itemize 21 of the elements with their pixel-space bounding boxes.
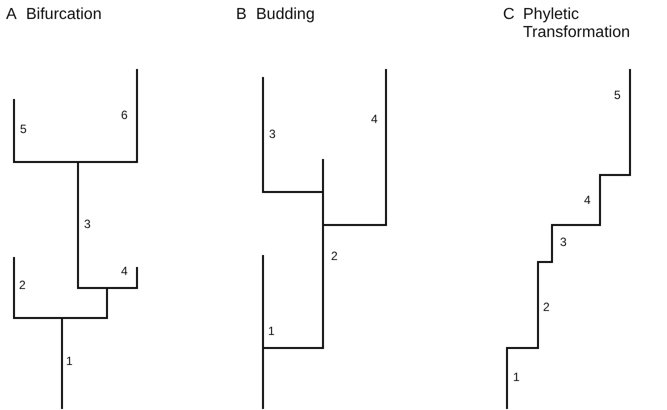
branch-number: 5 bbox=[614, 89, 621, 103]
branch-number: 1 bbox=[513, 371, 520, 385]
panel-letter: B bbox=[236, 6, 247, 24]
branch-number: 4 bbox=[371, 113, 378, 127]
branch-number: 3 bbox=[269, 128, 276, 142]
branch-number: 3 bbox=[560, 236, 567, 250]
panel-letter: C bbox=[503, 6, 515, 24]
panel-title: Budding bbox=[256, 6, 315, 24]
panel-title: Bifurcation bbox=[26, 6, 102, 24]
panel-title: Phyletic Transformation bbox=[523, 6, 631, 43]
branch-number: 4 bbox=[584, 194, 591, 208]
branch-number: 1 bbox=[268, 325, 275, 339]
branch-number: 5 bbox=[20, 123, 27, 137]
branch-number: 2 bbox=[543, 301, 550, 315]
panel-letter: A bbox=[6, 6, 17, 24]
branch-number: 2 bbox=[331, 250, 338, 264]
branch-number: 4 bbox=[121, 265, 128, 279]
branch-number: 6 bbox=[121, 109, 128, 123]
branch-number: 1 bbox=[66, 355, 73, 369]
branch-number: 2 bbox=[19, 279, 26, 293]
branch-number: 3 bbox=[84, 218, 91, 232]
